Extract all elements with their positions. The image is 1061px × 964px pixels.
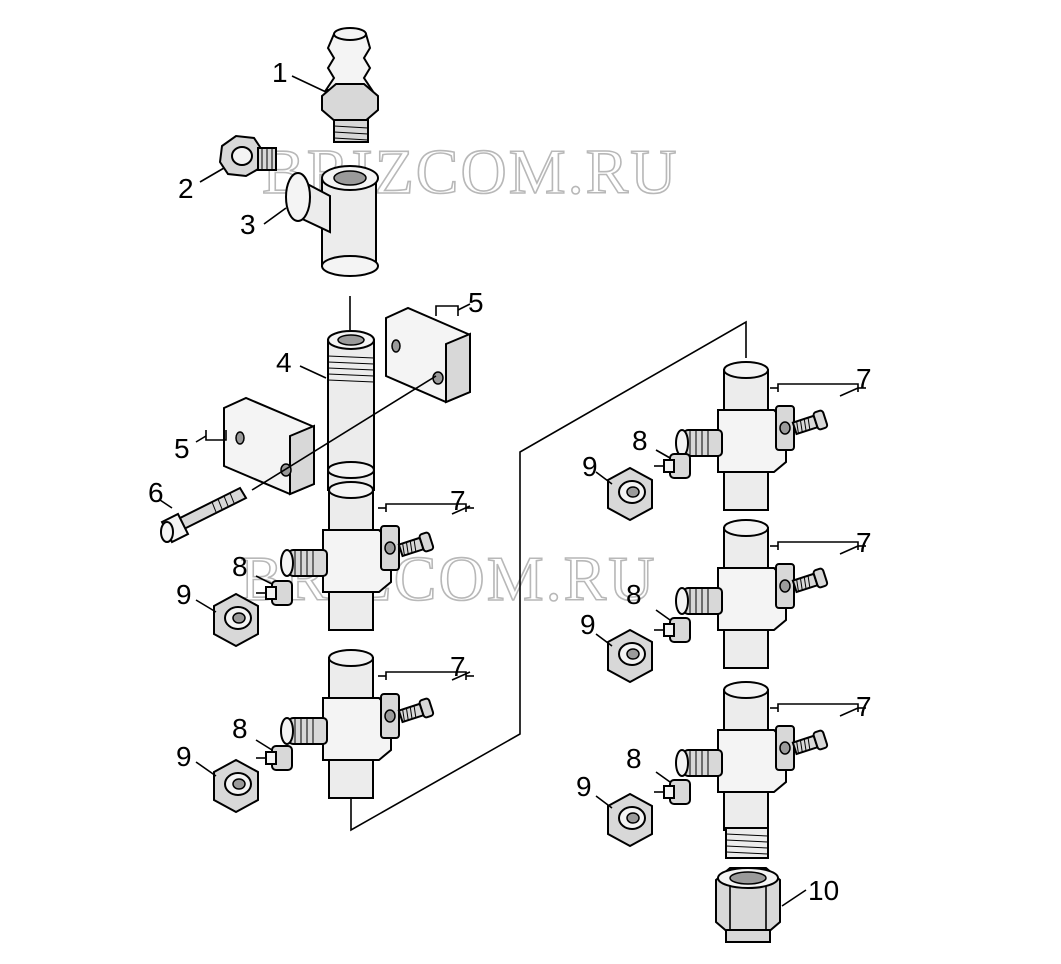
outlet-assembly-left-2 [280,649,400,799]
insert-right-3 [653,779,691,805]
clamp-half-lower-part [223,396,316,496]
threaded-pipe-end [725,827,769,859]
label-part-5-upper: 5 [468,287,484,318]
label-part-8-right-3: 8 [626,743,642,774]
screw-right-3 [790,728,829,758]
label-part-9-right-3: 9 [576,771,592,802]
union-nut-left-2 [213,759,259,813]
hose-nipple-part [321,27,379,143]
insert-right-2 [653,617,691,643]
label-part-7-left-2: 7 [450,651,466,682]
insert-right-1 [653,453,691,479]
union-nut-right-3 [607,793,653,847]
reducer-part [715,867,781,943]
label-part-7-left-1: 7 [450,485,466,516]
label-part-7-right-1: 7 [856,363,872,394]
label-part-9-right-2: 9 [580,609,596,640]
label-part-8-left-2: 8 [232,713,248,744]
label-part-10: 10 [808,875,839,906]
screw-left-2 [396,696,435,726]
label-part-9-right-1: 9 [582,451,598,482]
union-nut-right-1 [607,467,653,521]
label-part-3: 3 [240,209,256,240]
connector-line [350,320,747,832]
union-nut-left-1 [213,593,259,647]
label-part-7-right-2: 7 [856,527,872,558]
clamp-half-upper-part [385,306,472,404]
union-nut-right-2 [607,629,653,683]
screw-right-1 [790,408,829,438]
screw-right-2 [790,566,829,596]
label-part-1: 1 [272,57,288,88]
label-part-5-lower: 5 [174,433,190,464]
outlet-assembly-right-2 [675,519,795,669]
label-part-7-right-3: 7 [856,691,872,722]
guide-line-bolt [251,375,437,491]
insert-left-2 [255,745,293,771]
bolt-part [160,486,248,544]
label-part-8-right-1: 8 [632,425,648,456]
label-part-9-left-1: 9 [176,579,192,610]
label-part-8-right-2: 8 [626,579,642,610]
label-part-2: 2 [178,173,194,204]
plug-part [218,134,277,178]
label-part-8-left-1: 8 [232,551,248,582]
outlet-assembly-right-3 [675,681,795,831]
outlet-assembly-right-1 [675,361,795,511]
label-part-9-left-2: 9 [176,741,192,772]
label-part-6: 6 [148,477,164,508]
tee-part [285,165,379,277]
pipe-part [327,330,375,471]
label-part-4: 4 [276,347,292,378]
